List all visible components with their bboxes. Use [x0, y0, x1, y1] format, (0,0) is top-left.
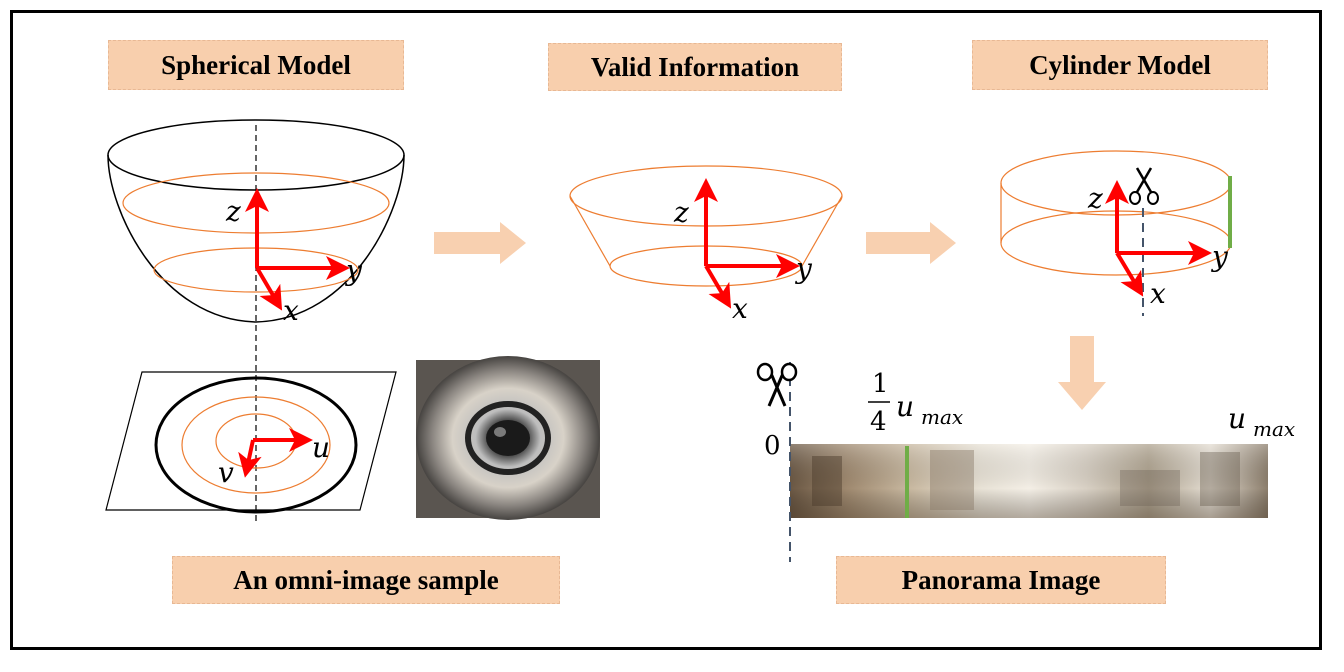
- valid-information-drawing: [569, 165, 843, 309]
- label-valid-information: Valid Information: [548, 43, 842, 91]
- scissors-icon: [756, 362, 798, 407]
- label-panorama-image: Panorama Image: [836, 556, 1166, 604]
- axis-z-label: z: [225, 195, 241, 228]
- label-cylinder-model: Cylinder Model: [972, 40, 1268, 90]
- fraction-numerator: 1: [872, 369, 889, 399]
- axis-y-label-cyl: y: [1210, 240, 1229, 273]
- figure-frame: [10, 10, 1322, 650]
- omni-image-sample: [416, 356, 600, 520]
- axis-z-label-valid: z: [673, 196, 689, 229]
- scissors-icon: [1129, 167, 1159, 205]
- image-plane-drawing: [105, 371, 397, 514]
- umax-u-label: u: [1228, 402, 1246, 435]
- cylinder-model-drawing: [1000, 150, 1232, 316]
- quarter-max-subscript: max: [921, 405, 963, 429]
- axis-u-label: u: [312, 431, 330, 464]
- axis-v-label: v: [218, 456, 234, 489]
- flow-arrow-2: [866, 222, 956, 264]
- flow-arrow-1: [434, 222, 526, 264]
- fraction-denominator: 4: [870, 407, 887, 437]
- axis-y-label: y: [344, 254, 363, 287]
- spherical-model-drawing: [107, 119, 405, 522]
- axis-z-label-cyl: z: [1087, 182, 1103, 215]
- flow-arrow-down: [1058, 336, 1106, 410]
- axis-x-label-cyl: x: [1150, 277, 1166, 310]
- panorama-zero-label: 0: [764, 431, 781, 461]
- axis-y-label-valid: y: [794, 252, 813, 285]
- axis-x-label-valid: x: [732, 292, 748, 325]
- panorama-image: [790, 444, 1268, 518]
- label-omni-sample: An omni-image sample: [172, 556, 560, 604]
- quarter-u-label: u: [896, 390, 914, 423]
- label-spherical-model: Spherical Model: [108, 40, 404, 90]
- axis-x-label: x: [283, 294, 299, 327]
- umax-max-subscript: max: [1253, 417, 1295, 441]
